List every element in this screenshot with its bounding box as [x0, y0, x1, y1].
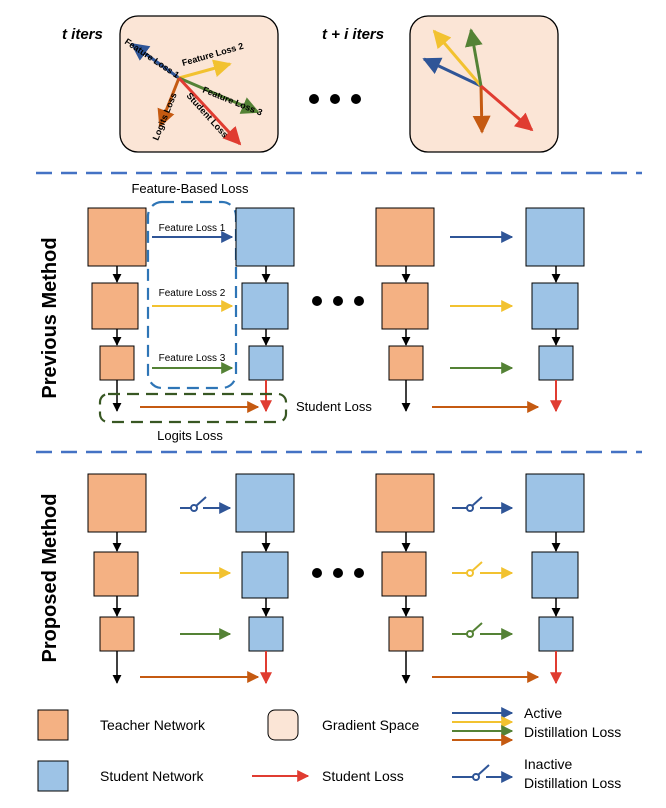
inactive-switch-feature2 [452, 561, 514, 579]
right-iter-title: t + i iters [322, 26, 384, 43]
feature-loss-label-3: Feature Loss 3 [159, 353, 226, 364]
student-layer [248, 345, 284, 381]
teacher-layer [87, 207, 147, 267]
gradient-space-right [409, 15, 559, 153]
gradient-space-left [119, 15, 279, 153]
student-layer [235, 473, 295, 533]
legend-teacher-label: Teacher Network [100, 717, 206, 733]
inactive-switch-feature1 [180, 496, 232, 514]
legend-student-label: Student Network [100, 768, 204, 784]
ellipsis-dots-previous [312, 296, 364, 306]
legend-student-swatch [37, 760, 69, 792]
feature-loss-label-1: Feature Loss 1 [159, 223, 226, 234]
student-layer [525, 473, 585, 533]
legend-inactive-label-2: Distillation Loss [524, 775, 621, 791]
legend-gradient-label: Gradient Space [322, 717, 419, 733]
gradient-vectors-right [422, 28, 534, 134]
feature-loss-label-2: Feature Loss 2 [159, 288, 226, 299]
logits-loss-text: Logits Loss [157, 428, 223, 443]
feature-based-loss-title: Feature-Based Loss [131, 181, 249, 196]
gradient-vectors-left [130, 42, 260, 146]
legend-active-arrows [452, 707, 514, 746]
inactive-switch-feature1 [452, 496, 514, 514]
vector-logits [157, 77, 181, 128]
vector-feature1 [130, 42, 180, 80]
left-iter-title: t iters [62, 26, 103, 43]
ellipsis-dots-top [309, 94, 361, 104]
teacher-layer [381, 282, 429, 330]
student-layer [248, 616, 284, 652]
teacher-layer [388, 616, 424, 652]
teacher-layer [93, 551, 139, 597]
legend-active-label-2: Distillation Loss [524, 724, 621, 740]
student-layer [241, 282, 289, 330]
teacher-layer [99, 616, 135, 652]
student-layer [531, 551, 579, 599]
inactive-switch-feature3 [452, 622, 514, 640]
vector-student [480, 84, 534, 132]
student-layer [235, 207, 295, 267]
teacher-layer [375, 207, 435, 267]
vector-feature2 [432, 29, 483, 87]
legend-student-loss-label: Student Loss [322, 768, 404, 784]
legend-teacher-swatch [37, 709, 69, 741]
legend-inactive-switch [452, 764, 514, 783]
legend-active-label-1: Active [524, 705, 562, 721]
proposed-method-section: Proposed Method [39, 473, 585, 685]
teacher-layer [99, 345, 135, 381]
vector-feature3 [178, 76, 260, 114]
student-loss-text: Student Loss [296, 399, 372, 414]
teacher-layer [375, 473, 435, 533]
previous-method-section: Previous Method Feature-Based Loss Featu… [39, 181, 585, 443]
student-layer [241, 551, 289, 599]
logits-loss-box [98, 392, 288, 424]
student-layer [531, 282, 579, 330]
legend: Teacher Network Student Network Gradient… [37, 705, 621, 792]
vector-student [177, 76, 242, 146]
teacher-layer [388, 345, 424, 381]
vector-feature1 [422, 57, 482, 88]
vector-feature3 [464, 28, 483, 87]
vector-logits [472, 85, 491, 134]
student-layer [525, 207, 585, 267]
teacher-layer [381, 551, 427, 597]
legend-inactive-label-1: Inactive [524, 756, 572, 772]
previous-method-label: Previous Method [39, 237, 61, 398]
student-layer [538, 345, 574, 381]
student-layer [538, 616, 574, 652]
vector-feature2 [178, 59, 232, 80]
teacher-layer [87, 473, 147, 533]
teacher-layer [91, 282, 139, 330]
feature-based-loss-box [146, 200, 238, 390]
ellipsis-dots-proposed [312, 568, 364, 578]
gradient-section: t iters t + i iters Feature Loss 1 Featu… [62, 15, 559, 153]
legend-gradient-swatch [267, 709, 299, 741]
proposed-method-label: Proposed Method [39, 494, 61, 663]
